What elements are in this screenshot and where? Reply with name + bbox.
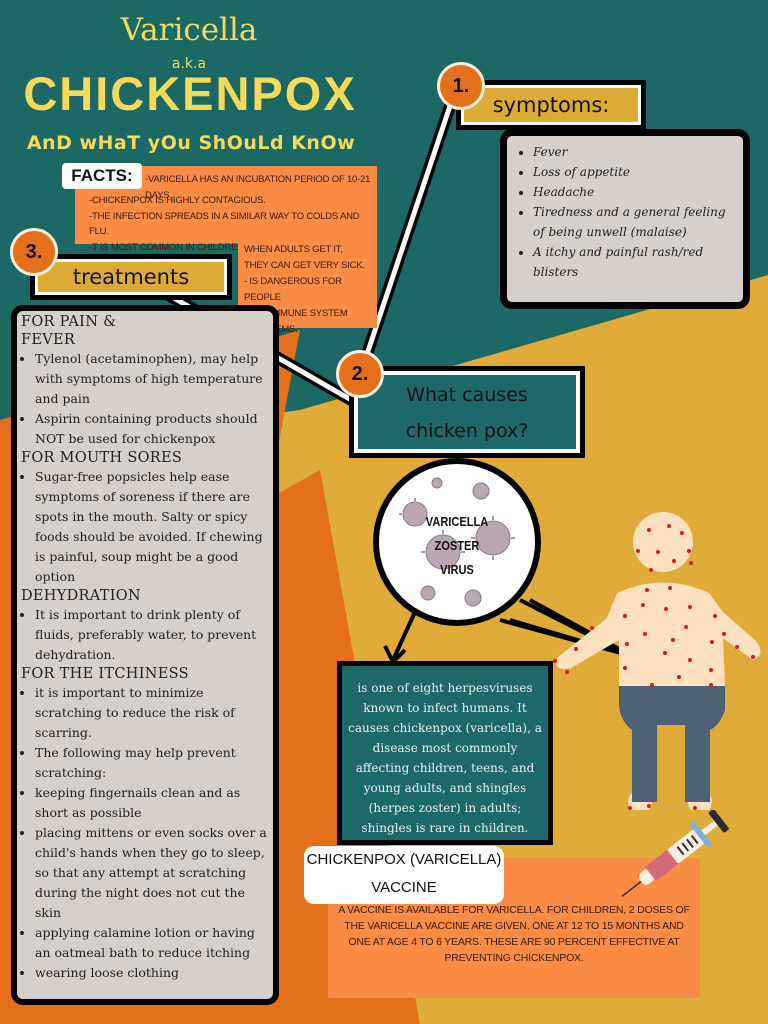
treatment-item: The following may help prevent scratchin…: [35, 743, 269, 783]
symptom-item: Loss of appetite: [533, 162, 735, 182]
causes-number-badge: 2.: [336, 350, 384, 398]
symptoms-title: symptoms:: [492, 93, 610, 117]
vaccine-description: A vaccine is available for varicella. Fo…: [338, 904, 690, 964]
symptoms-list: Fever Loss of appetite Headache Tirednes…: [515, 142, 735, 282]
virus-label-line: ZOSTER: [434, 538, 480, 553]
fact-line: When adults get it,: [244, 244, 343, 255]
fact-line: - is dangerous for people: [244, 276, 342, 303]
symptom-item: Fever: [533, 142, 735, 162]
treatment-item: applying calamine lotion or having an oa…: [35, 923, 269, 963]
virus-description: is one of eight herpesviruses known to i…: [337, 661, 553, 845]
fact-line: -Varicella has an incubation period of 1…: [145, 174, 371, 201]
facts-label: FACTS:: [62, 163, 142, 189]
treatments-heading: treatments: [30, 254, 232, 300]
treatments-title: treatments: [72, 265, 190, 289]
title-varicella: Varicella: [120, 12, 258, 48]
page-subtitle: AnD wHaT yOu ShOuLd KnOw: [26, 132, 356, 154]
causes-title-line1: What causes: [406, 384, 528, 406]
fact-line: -T is most common in children and is usu…: [89, 241, 347, 253]
treatments-number-badge: 3.: [10, 228, 58, 276]
treatment-item: Aspirin containing products should NOT b…: [35, 409, 269, 449]
virus-icon: [399, 477, 515, 607]
treatment-item: Sugar-free popsicles help ease symptoms …: [35, 467, 269, 587]
title-aka: a.k.a: [171, 56, 207, 72]
fact-line: -The infection spreads in a similar way …: [89, 210, 360, 238]
symptom-item: A itchy and painful rash/red blisters: [533, 242, 735, 282]
causes-heading: What causes chicken pox?: [349, 366, 585, 458]
treatments-panel: FOR PAIN & FEVER Tylenol (acetaminophen)…: [11, 305, 279, 1005]
vaccine-title: CHICKENPOX (VARICELLA) VACCINE: [304, 846, 504, 904]
treatment-item: it is important to minimize scratching t…: [35, 683, 269, 743]
causes-title-line2: chicken pox?: [405, 420, 529, 442]
symptom-item: Headache: [533, 182, 735, 202]
symptoms-heading: symptoms:: [456, 80, 646, 130]
treatment-item: Tylenol (acetaminophen), may help with s…: [35, 349, 269, 409]
fact-line: with immune system: [244, 308, 348, 319]
treatment-item: wearing loose clothing: [35, 963, 269, 983]
symptom-item: Tiredness and a general feeling of being…: [533, 202, 735, 242]
symptoms-panel: Fever Loss of appetite Headache Tirednes…: [500, 129, 750, 309]
treatment-section-heading: FOR MOUTH SORES: [21, 450, 183, 466]
treatment-item: placing mittens or even socks over a chi…: [35, 823, 269, 923]
vaccine-title-line1: CHICKENPOX (VARICELLA): [306, 851, 502, 868]
virus-label-line: VIRUS: [440, 562, 474, 577]
treatment-section-heading: FOR PAIN & FEVER: [21, 314, 117, 348]
syringe-icon: [621, 810, 729, 897]
child-figure-illustration: [553, 512, 761, 810]
virus-label-line: VARICELLA: [425, 514, 489, 529]
treatment-section-heading: DEHYDRATION: [21, 588, 141, 604]
virus-label: VARICELLA ZOSTER VIRUS: [386, 510, 529, 582]
treatment-item: keeping fingernails clean and as short a…: [35, 783, 269, 823]
symptoms-number-badge: 1.: [437, 62, 485, 110]
treatment-item: It is important to drink plenty of fluid…: [35, 605, 269, 665]
fact-line: -Chickenpox is highly contagious.: [89, 195, 266, 206]
treatment-section-heading: FOR THE ITCHINESS: [21, 666, 189, 682]
facts-box-continued: When adults get it, they can get very si…: [238, 240, 377, 335]
fact-line: they can get very sick.: [244, 260, 365, 271]
page-title: CHICKENPOX: [23, 67, 357, 120]
vaccine-title-line2: VACCINE: [371, 879, 437, 896]
